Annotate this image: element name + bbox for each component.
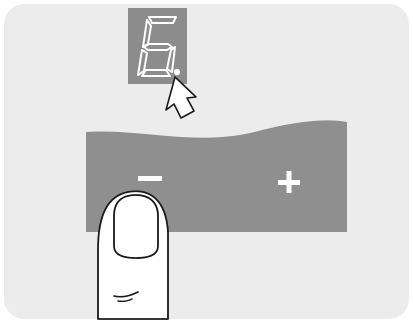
- seven-segment-display-icon: [128, 8, 187, 84]
- finger-icon: [98, 191, 168, 319]
- minus-button[interactable]: [138, 176, 162, 181]
- decimal-point-dot: [174, 69, 180, 75]
